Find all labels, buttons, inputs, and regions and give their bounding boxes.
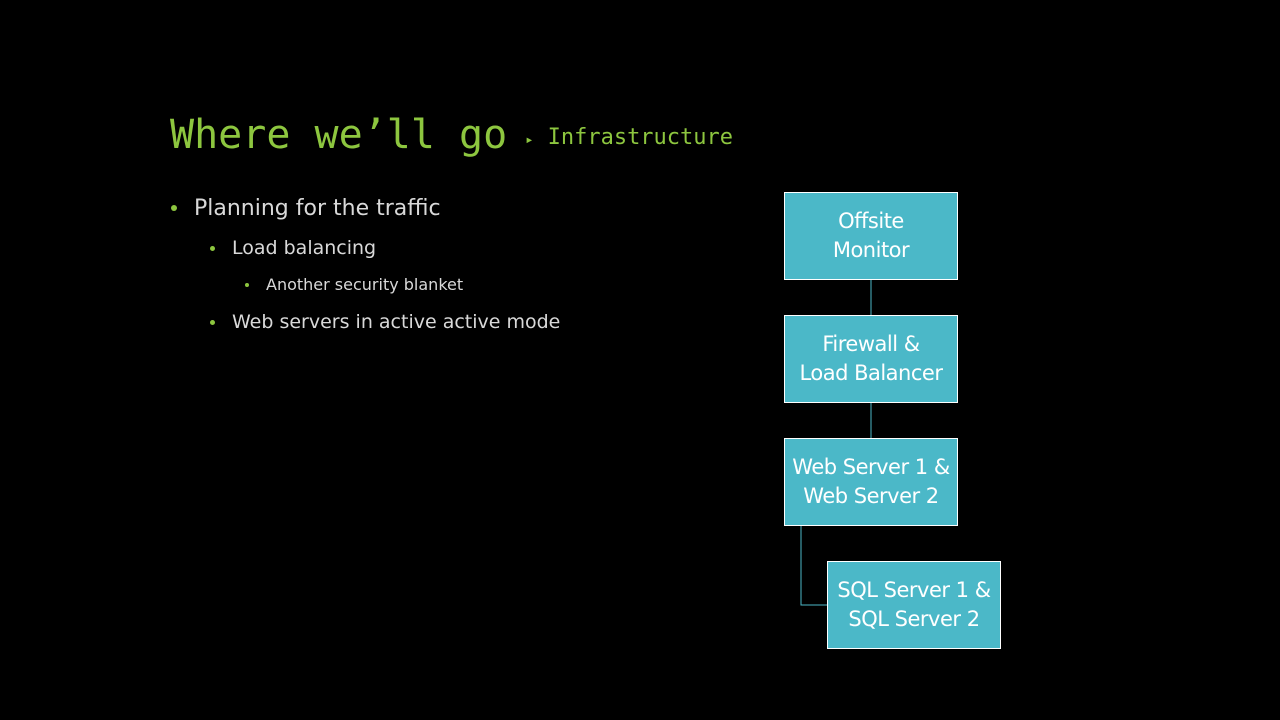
bullet-text: Load balancing bbox=[232, 237, 377, 259]
bullet-dot-icon bbox=[210, 246, 215, 251]
bullet-dot-icon bbox=[171, 205, 177, 211]
title-main: Where we’ll go bbox=[170, 112, 508, 158]
bullet-item: Planning for the traffic bbox=[171, 196, 441, 221]
bullet-item: Load balancing bbox=[210, 237, 377, 259]
node-firewall-load-balancer: Firewall & Load Balancer bbox=[784, 315, 958, 403]
bullet-dot-icon bbox=[245, 283, 249, 287]
node-offsite-monitor: Offsite Monitor bbox=[784, 192, 958, 280]
bullet-text: Web servers in active active mode bbox=[232, 311, 561, 333]
bullet-item: Another security blanket bbox=[245, 275, 464, 294]
node-web-servers: Web Server 1 & Web Server 2 bbox=[784, 438, 958, 526]
slide-title: Where we’ll go ▸ Infrastructure bbox=[170, 112, 733, 158]
bullet-item: Web servers in active active mode bbox=[210, 311, 561, 333]
node-sql-servers: SQL Server 1 & SQL Server 2 bbox=[827, 561, 1001, 649]
bullet-dot-icon bbox=[210, 320, 215, 325]
title-separator-icon: ▸ bbox=[525, 132, 534, 148]
connector-line bbox=[800, 525, 827, 606]
title-subtitle: Infrastructure bbox=[547, 125, 734, 150]
bullet-text: Planning for the traffic bbox=[194, 196, 441, 221]
bullet-text: Another security blanket bbox=[266, 275, 464, 294]
